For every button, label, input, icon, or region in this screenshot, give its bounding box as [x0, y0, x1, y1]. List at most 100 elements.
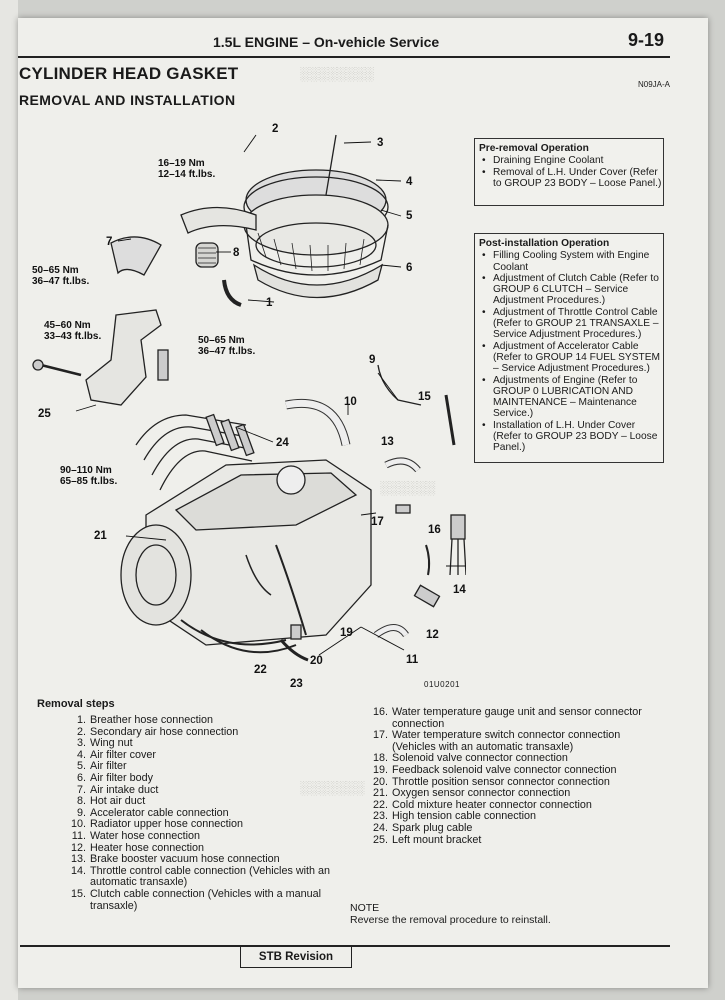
step-text: Cold mixture heater connector connection: [392, 798, 592, 811]
pre-removal-box: Pre-removal Operation Draining Engine Co…: [474, 138, 664, 206]
list-item: Adjustments of Engine (Refer to GROUP 0 …: [479, 375, 663, 420]
callout-25: 25: [38, 408, 51, 420]
callout-22: 22: [254, 664, 267, 676]
step-text: Throttle control cable connection (Vehic…: [90, 864, 331, 889]
page-title: CYLINDER HEAD GASKET: [19, 64, 239, 83]
list-item: Filling Cooling System with Engine Coola…: [479, 250, 663, 273]
step-text: Feedback solenoid valve connector connec…: [392, 763, 617, 776]
step-text: Heater hose connection: [90, 841, 205, 854]
callout-5: 5: [406, 210, 413, 222]
step-text: Secondary air hose connection: [90, 725, 239, 738]
callout-2: 2: [272, 123, 278, 135]
torque-ftlbs: 12–14 ft.lbs.: [158, 169, 215, 180]
list-item: Adjustment of Accelerator Cable (Refer t…: [479, 341, 663, 375]
post-installation-title: Post-installation Operation: [479, 238, 610, 249]
diagram-linework: [32, 134, 466, 662]
list-item: 7.Air intake duct: [68, 783, 338, 797]
step-text: Air filter: [90, 760, 127, 773]
step-number: 12.: [70, 841, 86, 854]
list-item: 11. Water hose connection: [68, 829, 338, 843]
step-number: 8.: [76, 795, 86, 808]
torque-nm: 16–19 Nm: [158, 158, 205, 169]
list-item: 4.Air filter cover: [68, 748, 338, 762]
step-text: Brake booster vacuum hose connection: [90, 853, 280, 866]
removal-steps-column-2: 16. Water temperature gauge unit and sens…: [370, 706, 655, 847]
step-text: Clutch cable connection (Vehicles with a…: [90, 887, 322, 912]
leader-lines: [75, 134, 466, 656]
torque-nm: 45–60 Nm: [44, 320, 91, 331]
step-text: Air filter cover: [90, 748, 156, 761]
step-number: 11.: [71, 829, 86, 842]
callout-8: 8: [233, 247, 240, 259]
torque-ftlbs: 36–47 ft.lbs.: [32, 276, 89, 287]
list-item: 20. Throttle position sensor connector co…: [370, 775, 655, 789]
callout-4: 4: [406, 176, 413, 188]
callout-6: 6: [406, 262, 412, 274]
step-text: Breather hose connection: [90, 714, 214, 726]
step-text: Water hose connection: [90, 829, 201, 842]
list-item: 13.Brake booster vacuum hose connection: [68, 853, 338, 866]
step-text: Throttle position sensor connector conne…: [392, 775, 610, 788]
step-number: 21.: [372, 787, 388, 800]
step-number: 25.: [372, 833, 388, 846]
step-text: Water temperature gauge unit and sensor …: [392, 706, 642, 730]
torque-nm: 50–65 Nm: [32, 265, 79, 276]
torque-ftlbs: 36–47 ft.lbs.: [198, 346, 255, 357]
revision-label: STB Revision: [240, 946, 352, 968]
step-number: 7.: [76, 783, 86, 796]
callout-23: 23: [290, 678, 303, 690]
callout-10: 10: [344, 396, 357, 408]
callout-1: 1: [266, 297, 273, 309]
callout-20: 20: [310, 655, 323, 667]
callout-7: 7: [106, 236, 112, 248]
step-text: Radiator upper hose connection: [90, 818, 244, 831]
torque-ftlbs: 65–85 ft.lbs.: [60, 476, 117, 487]
list-item: Removal of L.H. Under Cover (Refer to GR…: [479, 167, 663, 190]
list-item: Adjustment of Clutch Cable (Refer to GRO…: [479, 273, 663, 307]
step-number: 24.: [372, 821, 388, 834]
list-item: 14. Throttle control cable connection (Ve…: [68, 864, 338, 889]
callout-17: 17: [371, 516, 384, 528]
pre-removal-title: Pre-removal Operation: [479, 143, 589, 154]
list-item: 23.High tension cable connection: [370, 811, 655, 823]
list-item: 3.Wing nut: [68, 737, 338, 750]
section-title: 1.5L ENGINE – On-vehicle Service: [213, 34, 440, 50]
step-number: 20.: [372, 775, 388, 788]
list-item: 8.Hot air duct: [68, 795, 338, 808]
step-number: 10.: [70, 818, 86, 831]
step-number: 14.: [70, 864, 86, 877]
list-item: 18.Solenoid valve connector connection: [370, 753, 655, 765]
page-header: 1.5L ENGINE – On-vehicle Service 9-19: [18, 30, 670, 58]
callout-13: 13: [381, 436, 394, 448]
list-item: Adjustment of Throttle Control Cable (Re…: [479, 307, 663, 341]
note-label: NOTE: [350, 902, 380, 914]
post-installation-box: Post-installation Operation Filling Cool…: [474, 233, 664, 463]
step-number: 5.: [76, 760, 86, 773]
list-item: 22. Cold mixture heater connector connect…: [370, 798, 655, 812]
step-text: High tension cable connection: [392, 810, 537, 823]
step-number: 16.: [372, 706, 388, 718]
adjacent-page-edge: [0, 0, 18, 1000]
callout-15: 15: [418, 391, 431, 403]
list-item: 24.Spark plug cable: [370, 821, 655, 835]
step-text: Water temperature switch connector conne…: [392, 729, 621, 753]
list-item: 12. Heater hose connection: [68, 841, 338, 855]
page-number: 9-19: [627, 30, 664, 50]
list-item: 25.Left mount bracket: [370, 833, 655, 847]
step-number: 3.: [76, 737, 86, 750]
figure-code: 01U0201: [424, 680, 460, 689]
list-item: Draining Engine Coolant: [479, 155, 663, 167]
callout-16: 16: [428, 524, 441, 536]
torque-nm: 50–65 Nm: [198, 335, 245, 346]
step-number: 22.: [372, 798, 388, 811]
list-item: 6.Air filter body: [68, 772, 338, 785]
step-number: 18.: [372, 752, 388, 765]
callout-11: 11: [406, 654, 419, 666]
step-number: 15.: [70, 887, 86, 900]
step-number: 9.: [76, 806, 86, 819]
step-number: 17.: [372, 729, 388, 742]
list-item: 19.Feedback solenoid valve connector con…: [370, 763, 655, 777]
torque-nm: 90–110 Nm: [60, 465, 112, 476]
step-text: Oxygen sensor connector connection: [392, 787, 571, 800]
